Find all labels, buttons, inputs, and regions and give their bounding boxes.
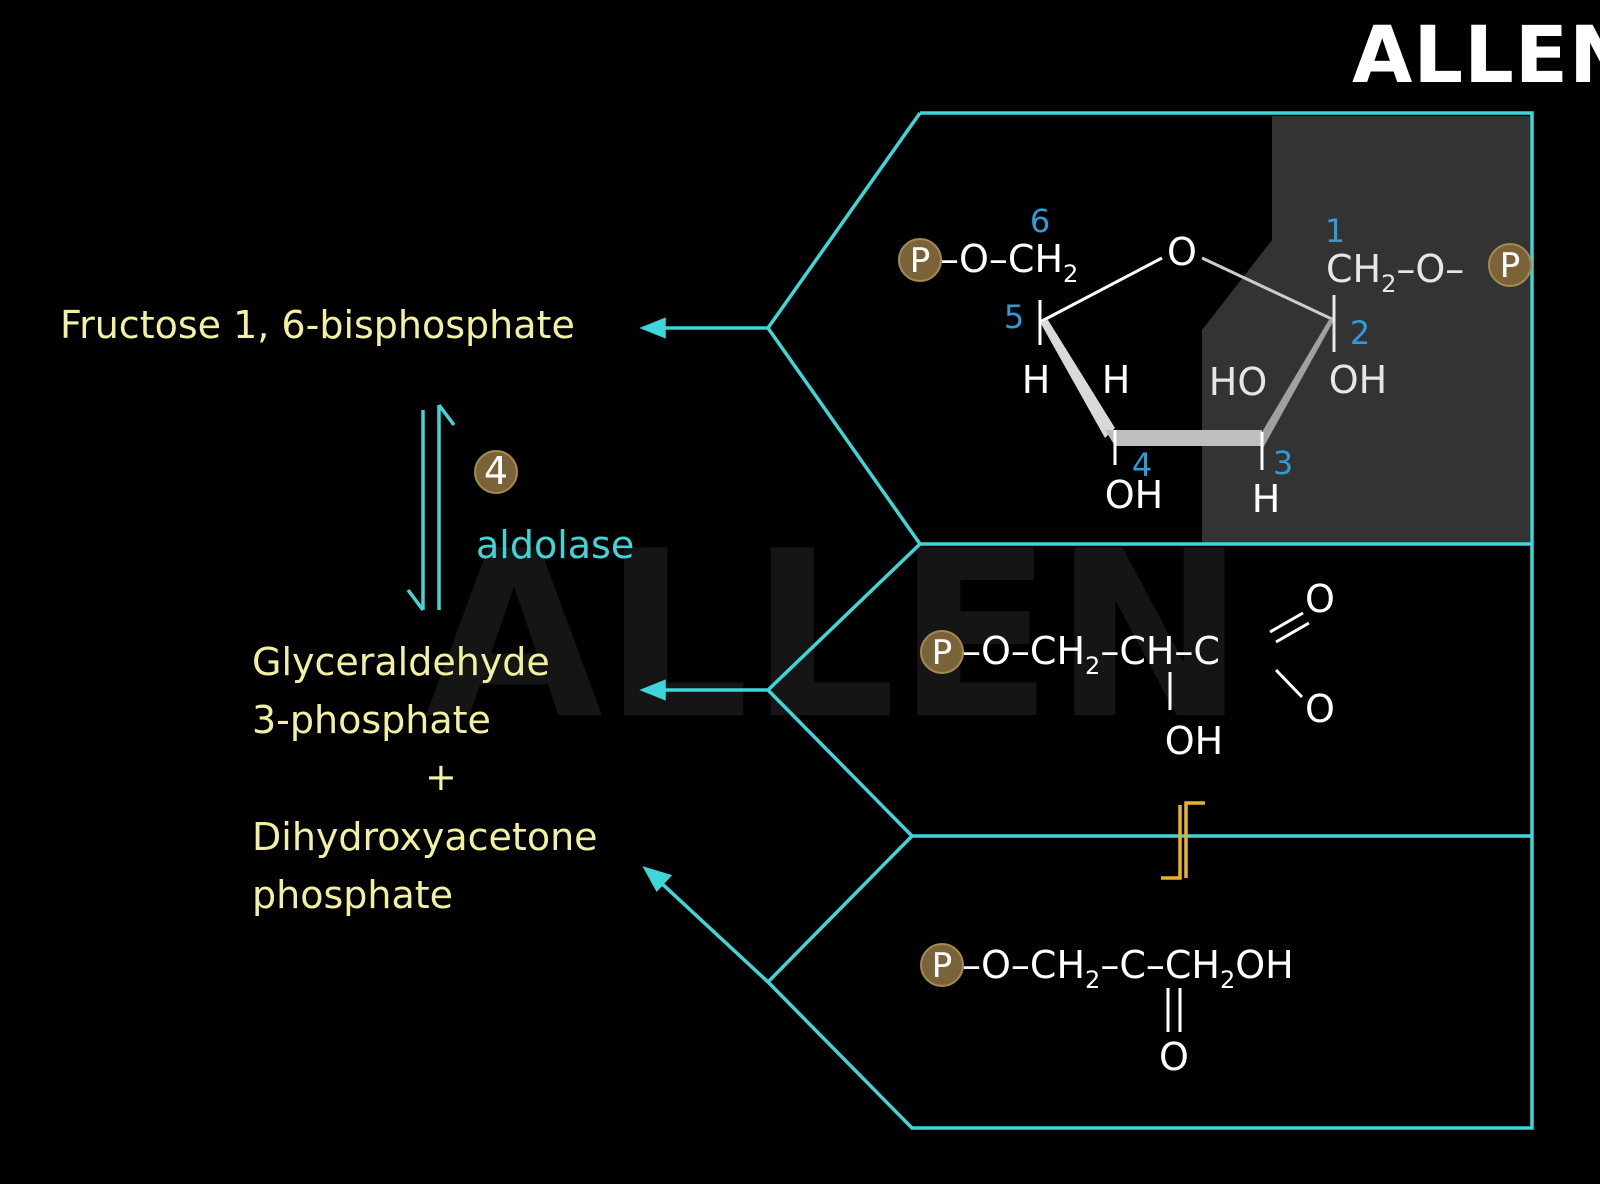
dhap-chain-sub1: 2 xyxy=(1085,966,1100,994)
label-dhap-line1: Dihydroxyacetone xyxy=(252,815,598,859)
carbon-number-6: 6 xyxy=(1030,202,1050,240)
g3p-chain-b: –CH–C xyxy=(1100,629,1220,673)
dhap-chain: –O–CH2–C–CH2OH xyxy=(962,943,1294,994)
arrow-g3p-head xyxy=(639,679,666,701)
fructose-right-group: CH2–O– xyxy=(1326,247,1464,298)
step-badge xyxy=(474,450,518,494)
gold-arrow-up xyxy=(1184,801,1205,878)
g3p-chain: –O–CH2–CH–C xyxy=(962,629,1220,680)
g3p-chain-a: –O–CH xyxy=(962,629,1085,673)
fructose-right-group-b: –O– xyxy=(1396,247,1464,291)
highlight-panel xyxy=(1272,116,1530,544)
c5-h: H xyxy=(1022,358,1051,402)
wedge-c3-c2 xyxy=(1262,318,1334,450)
highlight-panel-edge xyxy=(1202,240,1272,544)
phosphate-circle-right xyxy=(1488,243,1532,287)
g3p-o-top: O xyxy=(1305,577,1335,621)
label-fructose: Fructose 1, 6-bisphosphate xyxy=(60,303,575,347)
bond-c5-o xyxy=(1039,256,1163,324)
fructose-left-group: –O–CH2 xyxy=(940,237,1078,288)
fructose-right-group-a: CH xyxy=(1326,247,1381,291)
bond-c-o-single xyxy=(1274,668,1304,699)
label-plus: + xyxy=(425,755,457,799)
fructose-right-sub: 2 xyxy=(1381,270,1396,298)
up-arrow-barb xyxy=(437,403,456,427)
arrow-dhap xyxy=(656,878,770,984)
c2-oh: OH xyxy=(1329,358,1387,402)
bond-o-c2 xyxy=(1201,256,1335,322)
fructose-left-group-text: –O–CH xyxy=(940,237,1063,281)
bond-c-o-double-2 xyxy=(1275,621,1310,644)
phosphate-label-left: P xyxy=(910,241,931,281)
wedge-c4-c3 xyxy=(1105,430,1262,446)
phosphate-circle-left xyxy=(898,238,942,282)
carbon-number-3: 3 xyxy=(1273,444,1293,482)
equilibrium-arrows xyxy=(406,403,456,612)
arrow-dhap-head xyxy=(642,866,673,892)
dhap-chain-sub2: 2 xyxy=(1220,966,1235,994)
dhap-chain-a: –O–CH xyxy=(962,943,1085,987)
wedge-c5-c4 xyxy=(1040,320,1115,438)
label-dhap-line2: phosphate xyxy=(252,873,453,917)
step-number: 4 xyxy=(484,449,508,493)
c3-ho: HO xyxy=(1209,360,1267,404)
arrow-fructose-head xyxy=(639,317,666,339)
c4-h: H xyxy=(1102,358,1131,402)
gold-arrow-down xyxy=(1161,805,1182,880)
dhap-structure: P –O–CH2–C–CH2OH O xyxy=(920,943,1294,1079)
c3-h: H xyxy=(1252,477,1281,521)
dhap-o-bottom: O xyxy=(1159,1035,1189,1079)
down-arrow-barb xyxy=(406,588,425,612)
label-g3p-line1: Glyceraldehyde xyxy=(252,640,550,684)
carbon-number-1: 1 xyxy=(1325,212,1345,250)
fructose-left-sub: 2 xyxy=(1063,260,1078,288)
phosphate-label-right: P xyxy=(1500,246,1521,286)
carbon-number-4: 4 xyxy=(1132,446,1152,484)
phosphate-circle-g3p xyxy=(920,630,964,674)
g3p-chain-sub: 2 xyxy=(1085,652,1100,680)
pointer-arrows xyxy=(639,317,770,984)
isomerase-equilibrium-arrows xyxy=(1161,801,1205,880)
phosphate-label-g3p: P xyxy=(932,633,953,673)
allen-logo: ALLEN xyxy=(1352,11,1600,101)
fructose-structure: P –O–CH2 6 O 5 H H 4 OH HO 3 H 1 CH2–O– … xyxy=(898,202,1532,521)
ring-oxygen: O xyxy=(1167,230,1197,274)
g3p-oh: OH xyxy=(1165,719,1223,763)
carbon-number-5: 5 xyxy=(1004,298,1024,336)
watermark: ALLEN xyxy=(425,503,1246,770)
g3p-structure: P –O–CH2–CH–C OH O O xyxy=(920,577,1335,763)
enzyme-label: aldolase xyxy=(476,523,634,567)
label-g3p-line2: 3-phosphate xyxy=(252,698,491,742)
bond-c-o-double-1 xyxy=(1269,611,1304,634)
phosphate-label-dhap: P xyxy=(932,946,953,986)
c4-oh: OH xyxy=(1105,473,1163,517)
g3p-o-bottom: O xyxy=(1305,687,1335,731)
dhap-chain-b: –C–CH xyxy=(1100,943,1220,987)
dhap-chain-c: OH xyxy=(1235,943,1293,987)
carbon-number-2: 2 xyxy=(1350,314,1370,352)
fructose-frame xyxy=(765,111,1532,546)
phosphate-circle-dhap xyxy=(920,943,964,987)
